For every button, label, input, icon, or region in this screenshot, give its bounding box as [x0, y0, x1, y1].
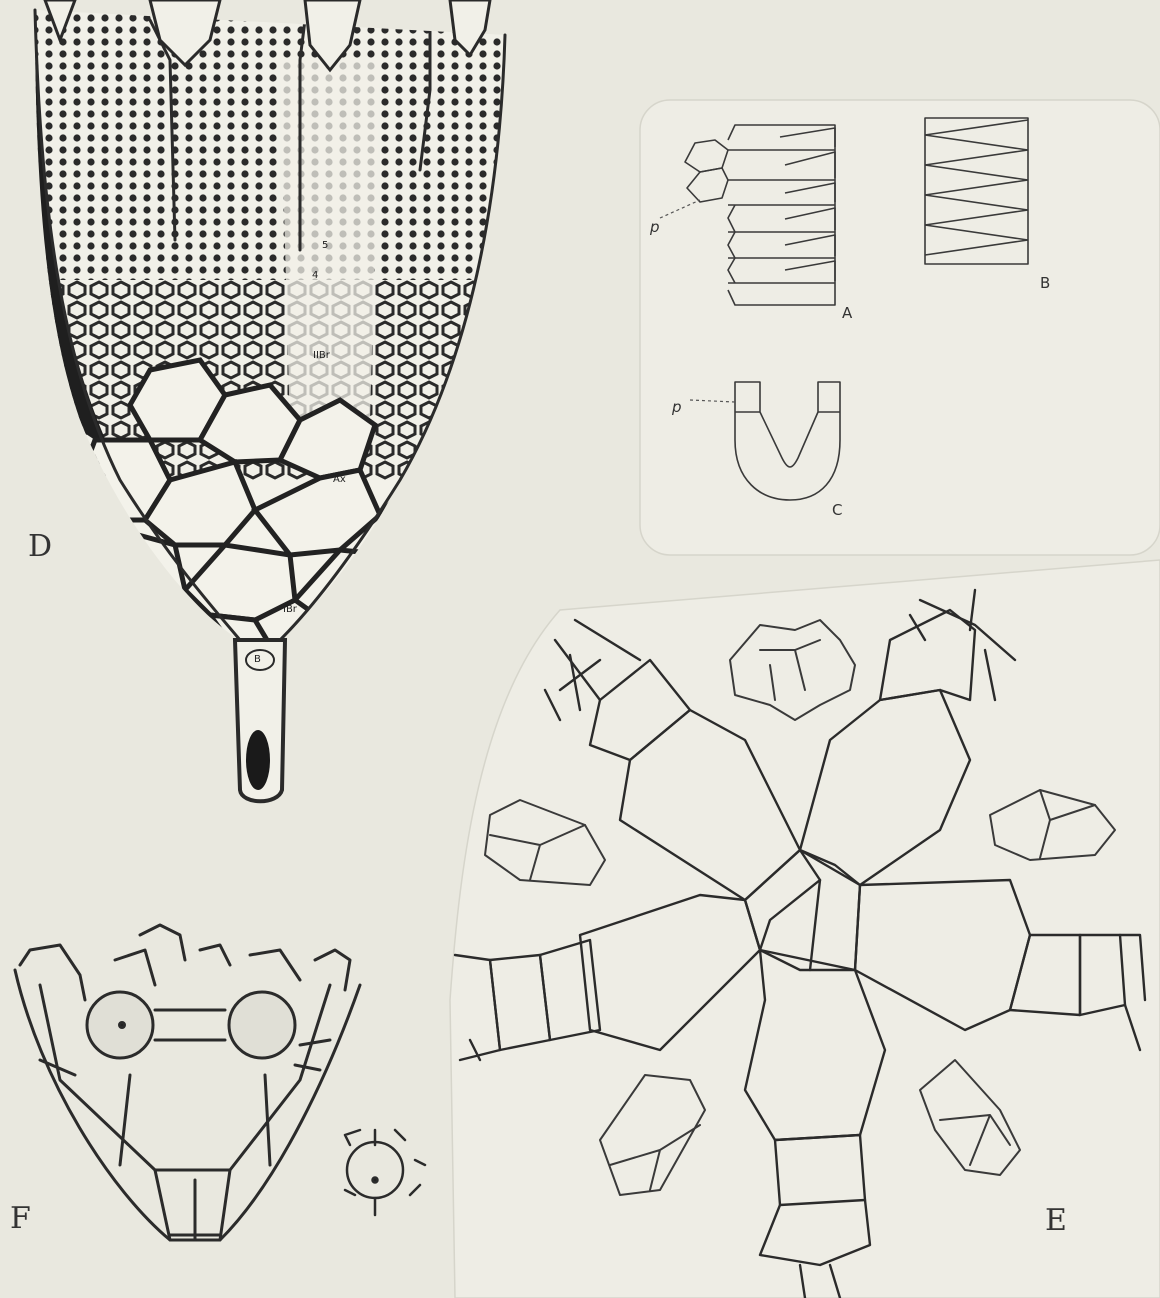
- plate-letter-iibr: IIBr: [313, 350, 331, 361]
- plate-letter-ibr: IBr: [283, 604, 298, 615]
- figure-label-a: A: [842, 304, 853, 322]
- figure-f-diagram: [15, 925, 360, 1240]
- figure-label-c: C: [832, 501, 842, 519]
- figure-label-e: E: [1045, 1203, 1067, 1238]
- figure-d-calyx: 5 4 IIBr Ax IBr B D: [28, 0, 510, 801]
- figure-label-d: D: [28, 529, 52, 564]
- figure-label-b: B: [1040, 274, 1050, 292]
- figure-f-small-calyx: [345, 1130, 425, 1215]
- plate-letter-5: 5: [322, 240, 328, 251]
- marker-p-c: p: [671, 398, 682, 416]
- plate-letter-b: B: [254, 654, 261, 665]
- e-panel: [450, 560, 1160, 1298]
- marker-p-a: p: [649, 218, 660, 236]
- plate-letter-ax: Ax: [333, 474, 346, 485]
- figure-label-f: F: [10, 1201, 31, 1236]
- plate-letter-4: 4: [312, 270, 318, 281]
